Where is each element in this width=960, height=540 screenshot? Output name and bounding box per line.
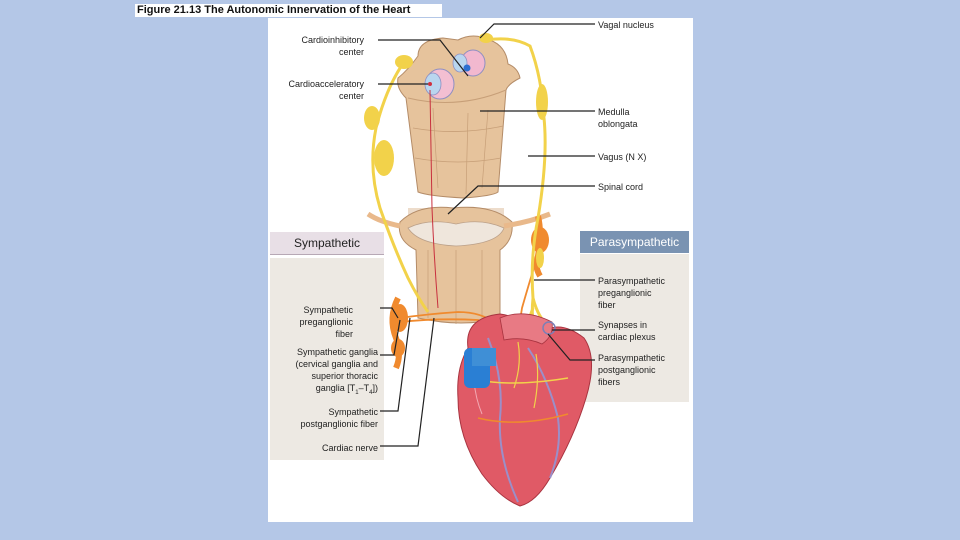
parasympathetic-box [580,254,689,402]
sympathetic-box [270,258,384,460]
label-spinal-cord: Spinal cord [598,182,644,192]
figure-title: Figure 21.13 The Autonomic Innervation o… [135,4,442,17]
label-vagal-nucleus: Vagal nucleus [598,20,654,30]
label-vagus-nerve: Vagus (N X) [598,152,647,162]
parasympathetic-header: Parasympathetic [580,231,689,253]
illustration-panel: Sympathetic Parasympathetic Cardioinhibi… [268,18,693,522]
descending-pathway [429,89,439,309]
spinal-cord-segment [366,206,551,324]
sympathetic-header: Sympathetic [270,232,384,255]
label-cardiac-nerve: Cardiac nerve [321,443,378,453]
leader-lines [378,23,595,447]
heart [457,313,593,507]
label-sympathetic-ganglia: Sympathetic ganglia (cervical ganglia an… [295,347,378,396]
medulla-oblongata [395,33,521,199]
anatomy-illustration [364,23,595,507]
